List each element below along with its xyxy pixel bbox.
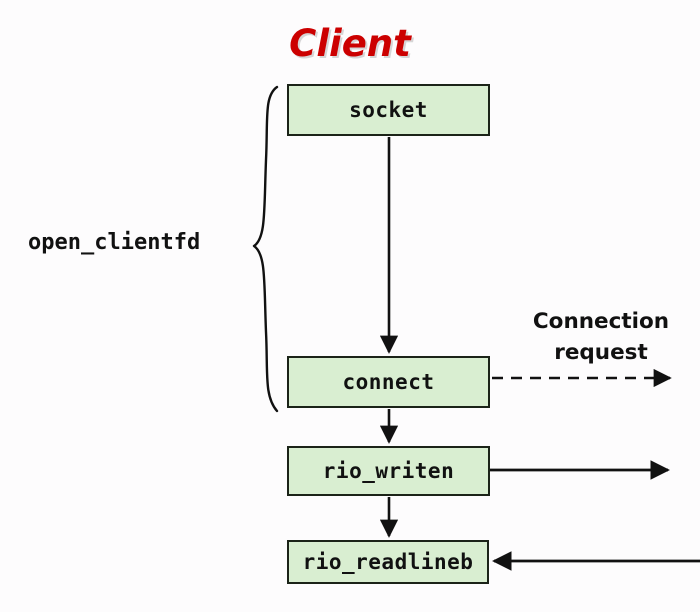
- box-connect[interactable]: connect: [287, 356, 490, 408]
- connection-request-line2: request: [554, 340, 648, 366]
- box-socket[interactable]: socket: [287, 84, 490, 136]
- open-clientfd-brace: [252, 85, 279, 413]
- box-rio-writen[interactable]: rio_writen: [287, 446, 490, 496]
- page-title: Client: [289, 22, 411, 65]
- box-rio-readlineb[interactable]: rio_readlineb: [287, 540, 489, 584]
- open-clientfd-label: open_clientfd: [28, 230, 201, 255]
- connection-request-line1: Connection: [532, 309, 670, 334]
- connection-request-label: Connection request: [498, 306, 700, 368]
